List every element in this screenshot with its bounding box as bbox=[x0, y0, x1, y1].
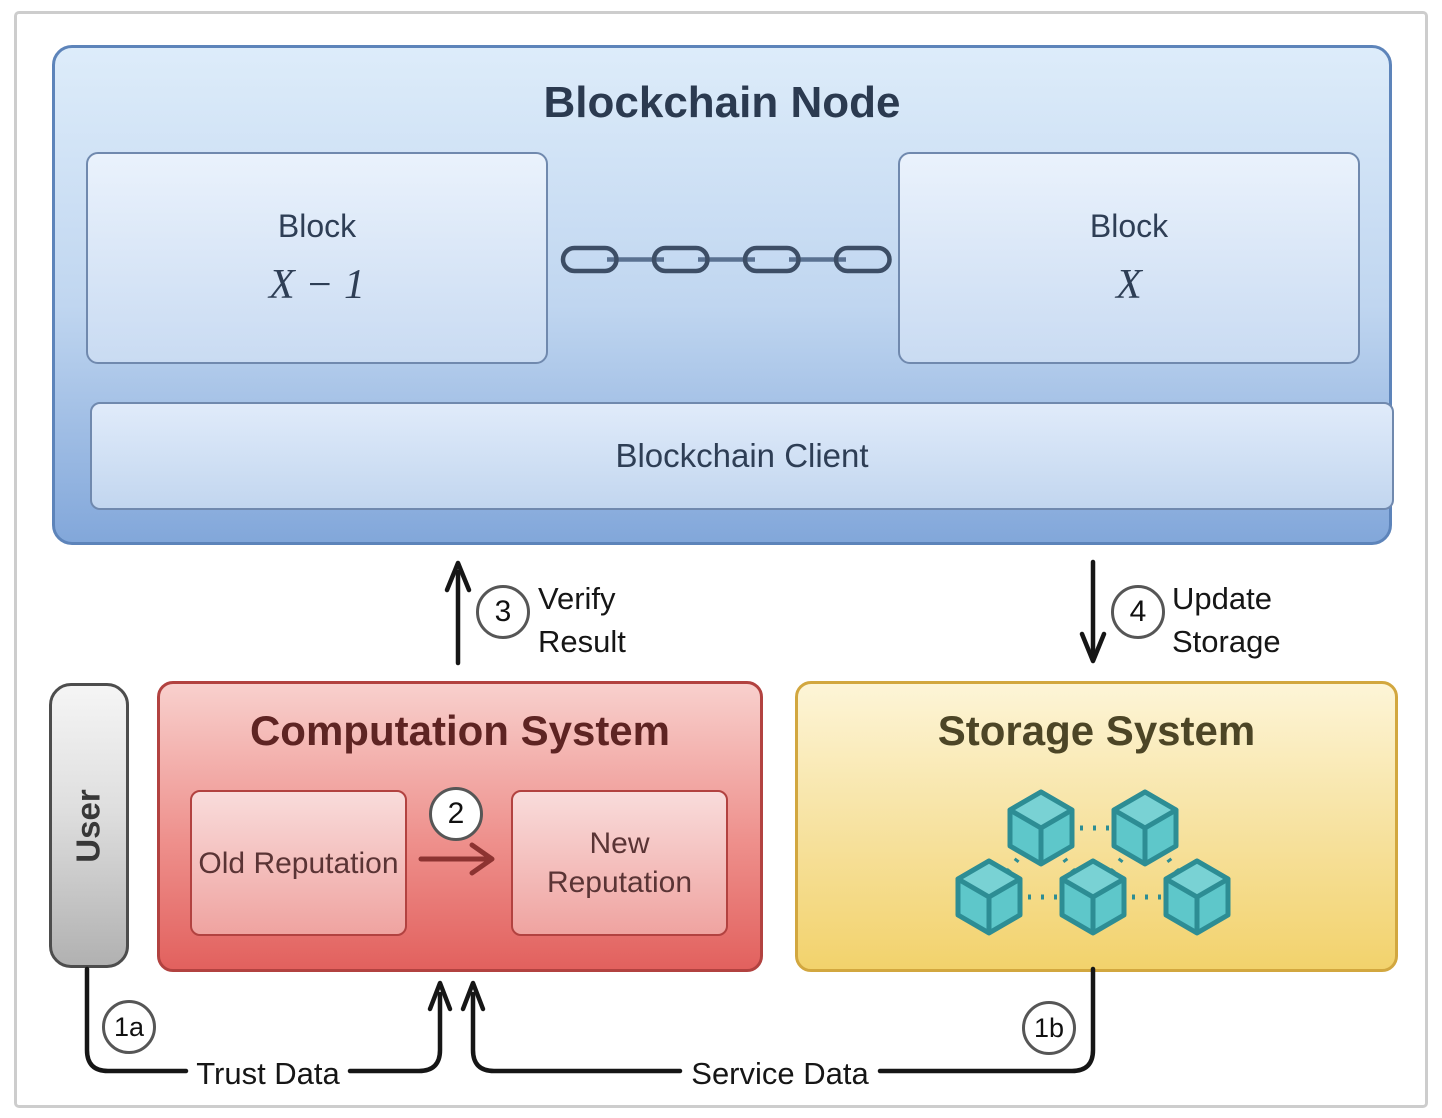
cube-icon bbox=[1111, 789, 1179, 867]
step2-badge: 2 bbox=[429, 787, 483, 841]
user-box: User bbox=[49, 683, 129, 968]
block-prev-label: Block bbox=[277, 207, 357, 244]
verify-result-label: Verify Result bbox=[538, 581, 626, 659]
trust-arrowhead bbox=[427, 980, 453, 1012]
block-x-box: Block X bbox=[898, 152, 1360, 364]
step1b-badge: 1b bbox=[1022, 1001, 1076, 1055]
chain-icon bbox=[560, 245, 892, 274]
update-arrowhead bbox=[1079, 631, 1107, 664]
block-next-label: Block bbox=[1089, 207, 1169, 244]
step4-badge: 4 bbox=[1111, 585, 1165, 639]
blockchain-node-title: Blockchain Node bbox=[543, 78, 901, 127]
block-next-index: X bbox=[1116, 261, 1142, 308]
cube-icon bbox=[1007, 789, 1075, 867]
trust-path-left bbox=[84, 966, 189, 1074]
old-reputation-box: Old Reputation bbox=[190, 790, 407, 936]
trust-data-label: Trust Data bbox=[196, 1056, 340, 1091]
storage-system-title: Storage System bbox=[937, 707, 1256, 754]
new-reputation-box: New Reputation bbox=[511, 790, 728, 936]
storage-cubes-network-icon bbox=[955, 789, 1231, 936]
verify-arrowhead bbox=[444, 560, 472, 593]
old-reputation-label: Old Reputation bbox=[198, 846, 399, 880]
cube-icon bbox=[1059, 858, 1127, 936]
service-path-right bbox=[877, 966, 1096, 1074]
cube-icon bbox=[955, 858, 1023, 936]
update-storage-label: Update Storage bbox=[1172, 581, 1281, 659]
step1a-badge: 1a bbox=[102, 1000, 156, 1054]
cube-icon bbox=[1163, 858, 1231, 936]
computation-system-title: Computation System bbox=[249, 707, 671, 754]
service-data-label: Service Data bbox=[691, 1056, 869, 1091]
block-prev-index: X − 1 bbox=[269, 261, 365, 308]
service-path-left bbox=[470, 991, 683, 1074]
new-reputation-label: New Reputation bbox=[546, 827, 693, 899]
step2-arrowhead bbox=[469, 842, 495, 876]
blockchain-client-bar: Blockchain Client bbox=[90, 402, 1394, 510]
step3-badge: 3 bbox=[476, 585, 530, 639]
blockchain-client-label: Blockchain Client bbox=[615, 437, 869, 474]
trust-path-right bbox=[347, 991, 443, 1074]
block-x-minus-1-box: Block X − 1 bbox=[86, 152, 548, 364]
service-arrowhead bbox=[460, 980, 486, 1012]
outer-frame bbox=[14, 11, 1428, 1108]
